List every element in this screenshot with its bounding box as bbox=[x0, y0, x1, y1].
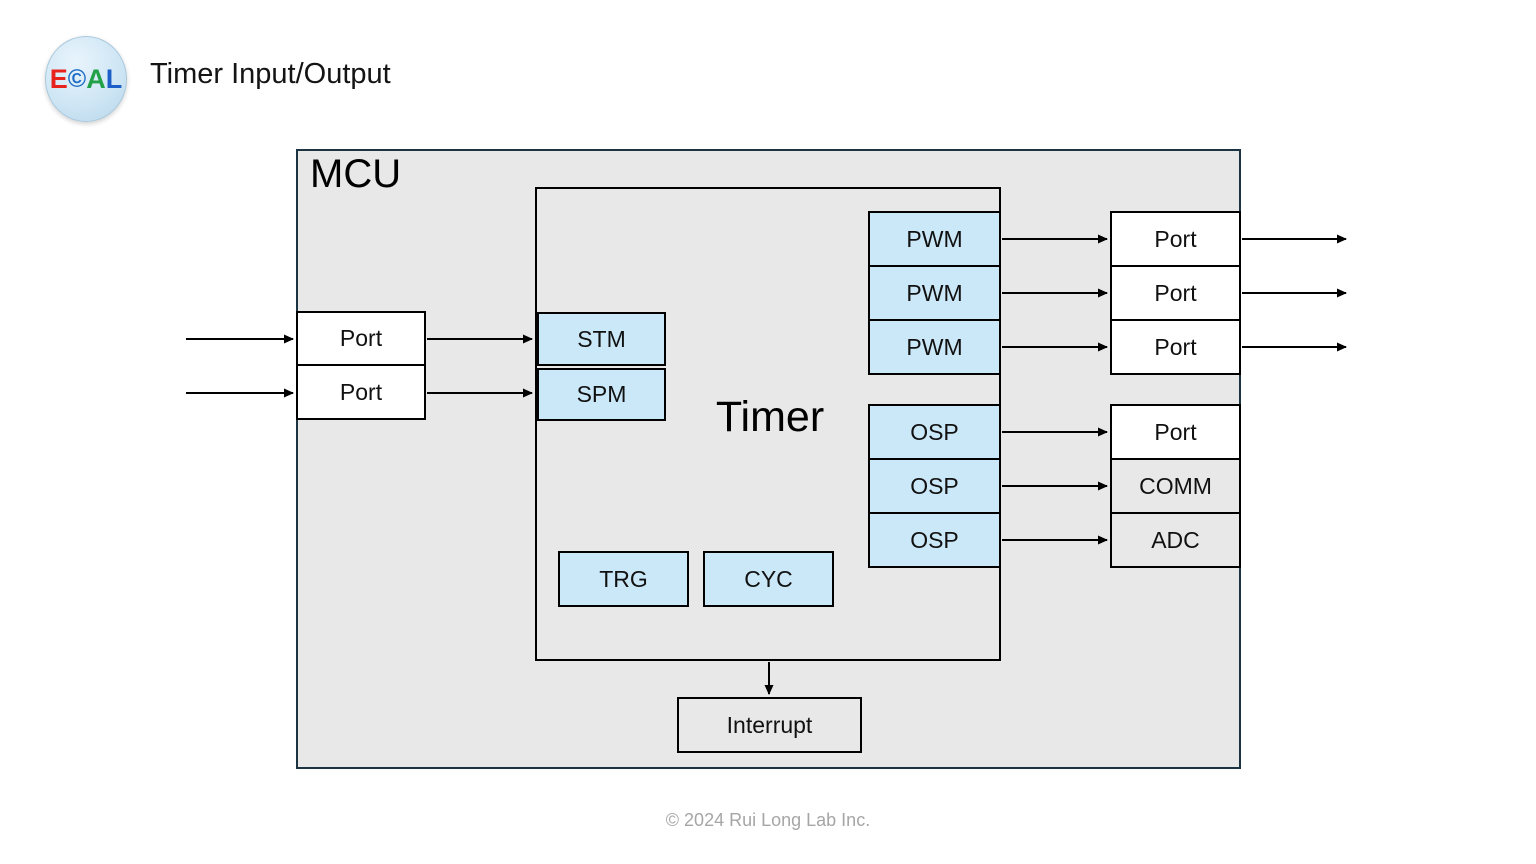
output-port-3-box: Port bbox=[1110, 319, 1241, 375]
osp-output-port-label: Port bbox=[1154, 418, 1197, 445]
interrupt-box: Interrupt bbox=[677, 697, 862, 753]
adc-label: ADC bbox=[1151, 526, 1200, 553]
trg-box: TRG bbox=[558, 551, 689, 607]
logo-letter-e: E bbox=[49, 63, 68, 94]
cyc-box: CYC bbox=[703, 551, 834, 607]
logo-letter-l: L bbox=[105, 63, 123, 94]
output-port-2-box: Port bbox=[1110, 265, 1241, 321]
copyright-text: © 2024 Rui Long Lab Inc. bbox=[665, 810, 871, 830]
stm-label: STM bbox=[577, 325, 626, 352]
spm-label: SPM bbox=[576, 381, 627, 407]
spm-box: SPM bbox=[537, 368, 666, 421]
interrupt-label: Interrupt bbox=[726, 711, 813, 738]
input-port-1-label: Port bbox=[339, 325, 383, 351]
input-port-2-box: Port bbox=[296, 364, 426, 420]
output-port-3-label: Port bbox=[1154, 333, 1197, 360]
trg-label: TRG bbox=[599, 565, 648, 592]
pwm-1-label: PWM bbox=[906, 225, 963, 252]
pwm-3-label: PWM bbox=[906, 333, 963, 360]
pwm-3-box: PWM bbox=[868, 319, 1001, 375]
pwm-2-box: PWM bbox=[868, 265, 1001, 321]
osp-2-box: OSP bbox=[868, 458, 1001, 514]
input-port-1-box: Port bbox=[296, 311, 426, 366]
adc-box: ADC bbox=[1110, 512, 1241, 568]
logo-letter-a: A bbox=[86, 63, 106, 94]
osp-2-label: OSP bbox=[910, 472, 959, 499]
input-port-2-label: Port bbox=[339, 378, 383, 405]
page-title: Timer Input/Output bbox=[150, 58, 391, 90]
mcu-label: MCU bbox=[310, 152, 402, 196]
output-port-1-label: Port bbox=[1154, 225, 1197, 252]
pwm-1-box: PWM bbox=[868, 211, 1001, 267]
osp-1-box: OSP bbox=[868, 404, 1001, 460]
output-port-1-box: Port bbox=[1110, 211, 1241, 267]
osp-output-port-box: Port bbox=[1110, 404, 1241, 460]
comm-box: COMM bbox=[1110, 458, 1241, 514]
osp-3-box: OSP bbox=[868, 512, 1001, 568]
osp-1-label: OSP bbox=[910, 418, 959, 445]
logo-letter-c: © bbox=[67, 64, 87, 93]
timer-label: Timer bbox=[715, 393, 825, 441]
osp-3-label: OSP bbox=[910, 526, 959, 553]
cyc-label: CYC bbox=[744, 565, 793, 592]
pwm-2-label: PWM bbox=[906, 279, 963, 306]
output-port-2-label: Port bbox=[1154, 279, 1197, 306]
stm-box: STM bbox=[537, 312, 666, 366]
comm-label: COMM bbox=[1139, 472, 1212, 499]
